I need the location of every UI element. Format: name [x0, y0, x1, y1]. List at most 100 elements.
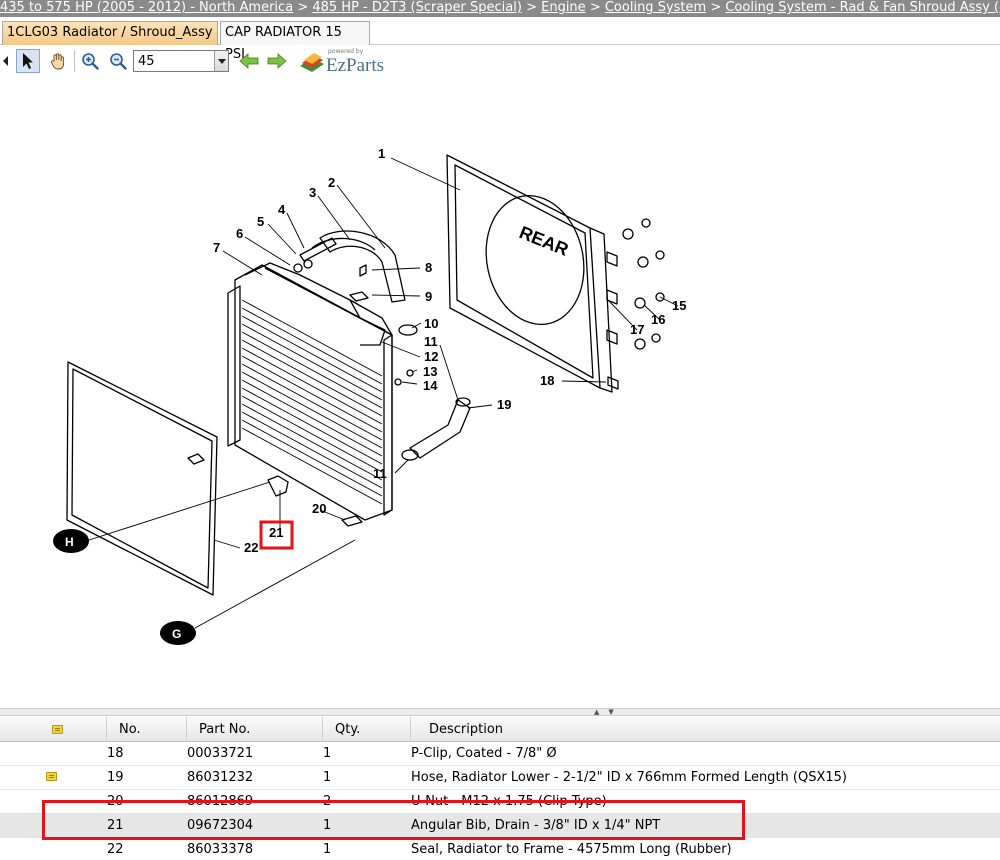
breadcrumb: 435 to 575 HP (2005 - 2012) - North Amer… — [0, 0, 1000, 17]
zoom-out-icon[interactable] — [106, 49, 130, 73]
callout-18[interactable]: 18 — [540, 373, 554, 388]
breadcrumb-link-variant[interactable]: 485 HP - D2T3 (Scraper Special) — [312, 0, 522, 15]
table-row[interactable]: 20 86012869 2 U-Nut - M12 x 1.75 (Clip T… — [0, 790, 1000, 814]
toolbar: powered by EzParts — [0, 46, 1000, 78]
breadcrumb-link-shroud-assy[interactable]: Cooling System - Rad & Fan Shroud Assy (… — [725, 0, 1000, 15]
breadcrumb-link-model[interactable]: 435 to 575 HP (2005 - 2012) - North Amer… — [0, 0, 294, 15]
callout-1[interactable]: 1 — [378, 146, 385, 161]
row-note-cell[interactable] — [0, 766, 107, 789]
ezparts-logo-icon — [300, 53, 324, 72]
callout-6[interactable]: 6 — [236, 226, 243, 241]
breadcrumb-separator: > — [710, 0, 722, 15]
row-description: Hose, Radiator Lower - 2-1/2" ID x 766mm… — [411, 770, 847, 785]
row-qty: 1 — [323, 842, 332, 857]
scroll-left-icon[interactable] — [0, 49, 12, 73]
callout-2[interactable]: 2 — [328, 175, 335, 190]
row-description: Angular Bib, Drain - 3/8" ID x 1/4" NPT — [411, 818, 661, 833]
splitter-grip-icon: ▲▼ — [594, 708, 623, 716]
row-no: 19 — [107, 770, 124, 785]
row-note-cell — [0, 838, 107, 860]
row-part-no: 86012869 — [187, 794, 254, 809]
tab-radiator-shroud-assy[interactable]: 1CLG03 Radiator / Shroud_Assy — [2, 21, 218, 45]
callout-17[interactable]: 17 — [630, 322, 644, 337]
table-row-selected[interactable]: 21 09672304 1 Angular Bib, Drain - 3/8" … — [0, 814, 1000, 838]
breadcrumb-separator: > — [297, 0, 309, 15]
pane-splitter[interactable]: ▲▼ — [0, 708, 1000, 716]
tab-bar: 1CLG03 Radiator / Shroud_Assy CAP RADIAT… — [0, 17, 1000, 62]
callout-8[interactable]: 8 — [425, 260, 432, 275]
row-note-cell — [0, 790, 107, 813]
parts-table: No. Part No. Qty. Description 18 0003372… — [0, 717, 1000, 860]
pointer-icon[interactable] — [16, 49, 40, 73]
callout-21-highlight — [259, 520, 294, 550]
toolbar-divider — [74, 50, 75, 72]
column-qty[interactable]: Qty. — [323, 717, 411, 742]
row-part-no: 86033378 — [187, 842, 254, 857]
zoom-level-input[interactable] — [134, 51, 214, 71]
back-arrow-icon[interactable] — [237, 49, 261, 73]
row-description: U-Nut - M12 x 1.75 (Clip Type) — [411, 794, 607, 809]
table-row[interactable]: 18 00033721 1 P-Clip, Coated - 7/8" Ø — [0, 742, 1000, 766]
callout-10[interactable]: 10 — [424, 316, 438, 331]
row-no: 20 — [107, 794, 124, 809]
callout-20[interactable]: 20 — [312, 501, 326, 516]
row-qty: 1 — [323, 746, 332, 761]
callout-7[interactable]: 7 — [213, 240, 220, 255]
callout-5[interactable]: 5 — [257, 214, 264, 229]
callout-14[interactable]: 14 — [423, 378, 438, 393]
logo-text: EzParts — [326, 55, 385, 76]
forward-arrow-icon[interactable] — [265, 49, 289, 73]
pan-hand-icon[interactable] — [46, 49, 70, 73]
row-no: 21 — [107, 818, 124, 833]
parts-table-header: No. Part No. Qty. Description — [0, 717, 1000, 742]
callout-9[interactable]: 9 — [425, 289, 432, 304]
table-row[interactable]: 19 86031232 1 Hose, Radiator Lower - 2-1… — [0, 766, 1000, 790]
row-part-no: 09672304 — [187, 818, 254, 833]
row-no: 22 — [107, 842, 124, 857]
row-qty: 1 — [323, 818, 332, 833]
dropdown-arrow-icon[interactable] — [214, 51, 228, 71]
row-qty: 1 — [323, 770, 332, 785]
callout-22[interactable]: 22 — [244, 540, 258, 555]
note-icon — [52, 725, 63, 734]
column-part-no[interactable]: Part No. — [187, 717, 323, 742]
column-no[interactable]: No. — [107, 717, 187, 742]
view-marker-h: H — [65, 535, 74, 549]
row-no: 18 — [107, 746, 124, 761]
zoom-level-select[interactable] — [133, 50, 229, 72]
callout-16[interactable]: 16 — [651, 312, 665, 327]
callout-12[interactable]: 12 — [424, 349, 438, 364]
callout-15[interactable]: 15 — [672, 298, 686, 313]
callout-19[interactable]: 19 — [497, 397, 511, 412]
breadcrumb-separator: > — [589, 0, 601, 15]
ezparts-logo: powered by EzParts — [298, 48, 398, 78]
table-row[interactable]: 22 86033378 1 Seal, Radiator to Frame - … — [0, 838, 1000, 860]
callout-3[interactable]: 3 — [309, 185, 316, 200]
logo-powered-by: powered by — [328, 48, 364, 55]
breadcrumb-link-cooling-system[interactable]: Cooling System — [604, 0, 707, 15]
view-marker-g-badge — [160, 621, 196, 645]
callout-13[interactable]: 13 — [423, 364, 437, 379]
parts-diagram-drawing: 1 2 3 4 5 6 7 8 9 10 11 12 13 14 11 15 1… — [53, 146, 686, 645]
parts-diagram[interactable]: 1 2 3 4 5 6 7 8 9 10 11 12 13 14 11 15 1… — [0, 80, 1000, 708]
row-note-cell — [0, 814, 107, 837]
view-marker-g: G — [172, 627, 181, 641]
callout-21[interactable]: 21 — [269, 525, 283, 540]
zoom-in-icon[interactable] — [78, 49, 102, 73]
tab-cap-radiator[interactable]: CAP RADIATOR 15 PSI — [220, 21, 370, 62]
breadcrumb-link-engine[interactable]: Engine — [541, 0, 586, 15]
row-description: Seal, Radiator to Frame - 4575mm Long (R… — [411, 842, 732, 857]
row-part-no: 86031232 — [187, 770, 254, 785]
callout-4[interactable]: 4 — [278, 202, 286, 217]
note-icon[interactable] — [46, 772, 57, 781]
view-marker-h-badge — [53, 529, 89, 553]
row-note-cell — [0, 742, 107, 765]
row-part-no: 00033721 — [187, 746, 254, 761]
row-qty: 2 — [323, 794, 332, 809]
column-description[interactable]: Description — [429, 722, 504, 737]
breadcrumb-separator: > — [526, 0, 537, 15]
row-description: P-Clip, Coated - 7/8" Ø — [411, 746, 557, 761]
column-note[interactable] — [0, 717, 107, 742]
callout-11[interactable]: 11 — [424, 334, 438, 349]
callout-11-lower[interactable]: 11 — [373, 466, 387, 481]
